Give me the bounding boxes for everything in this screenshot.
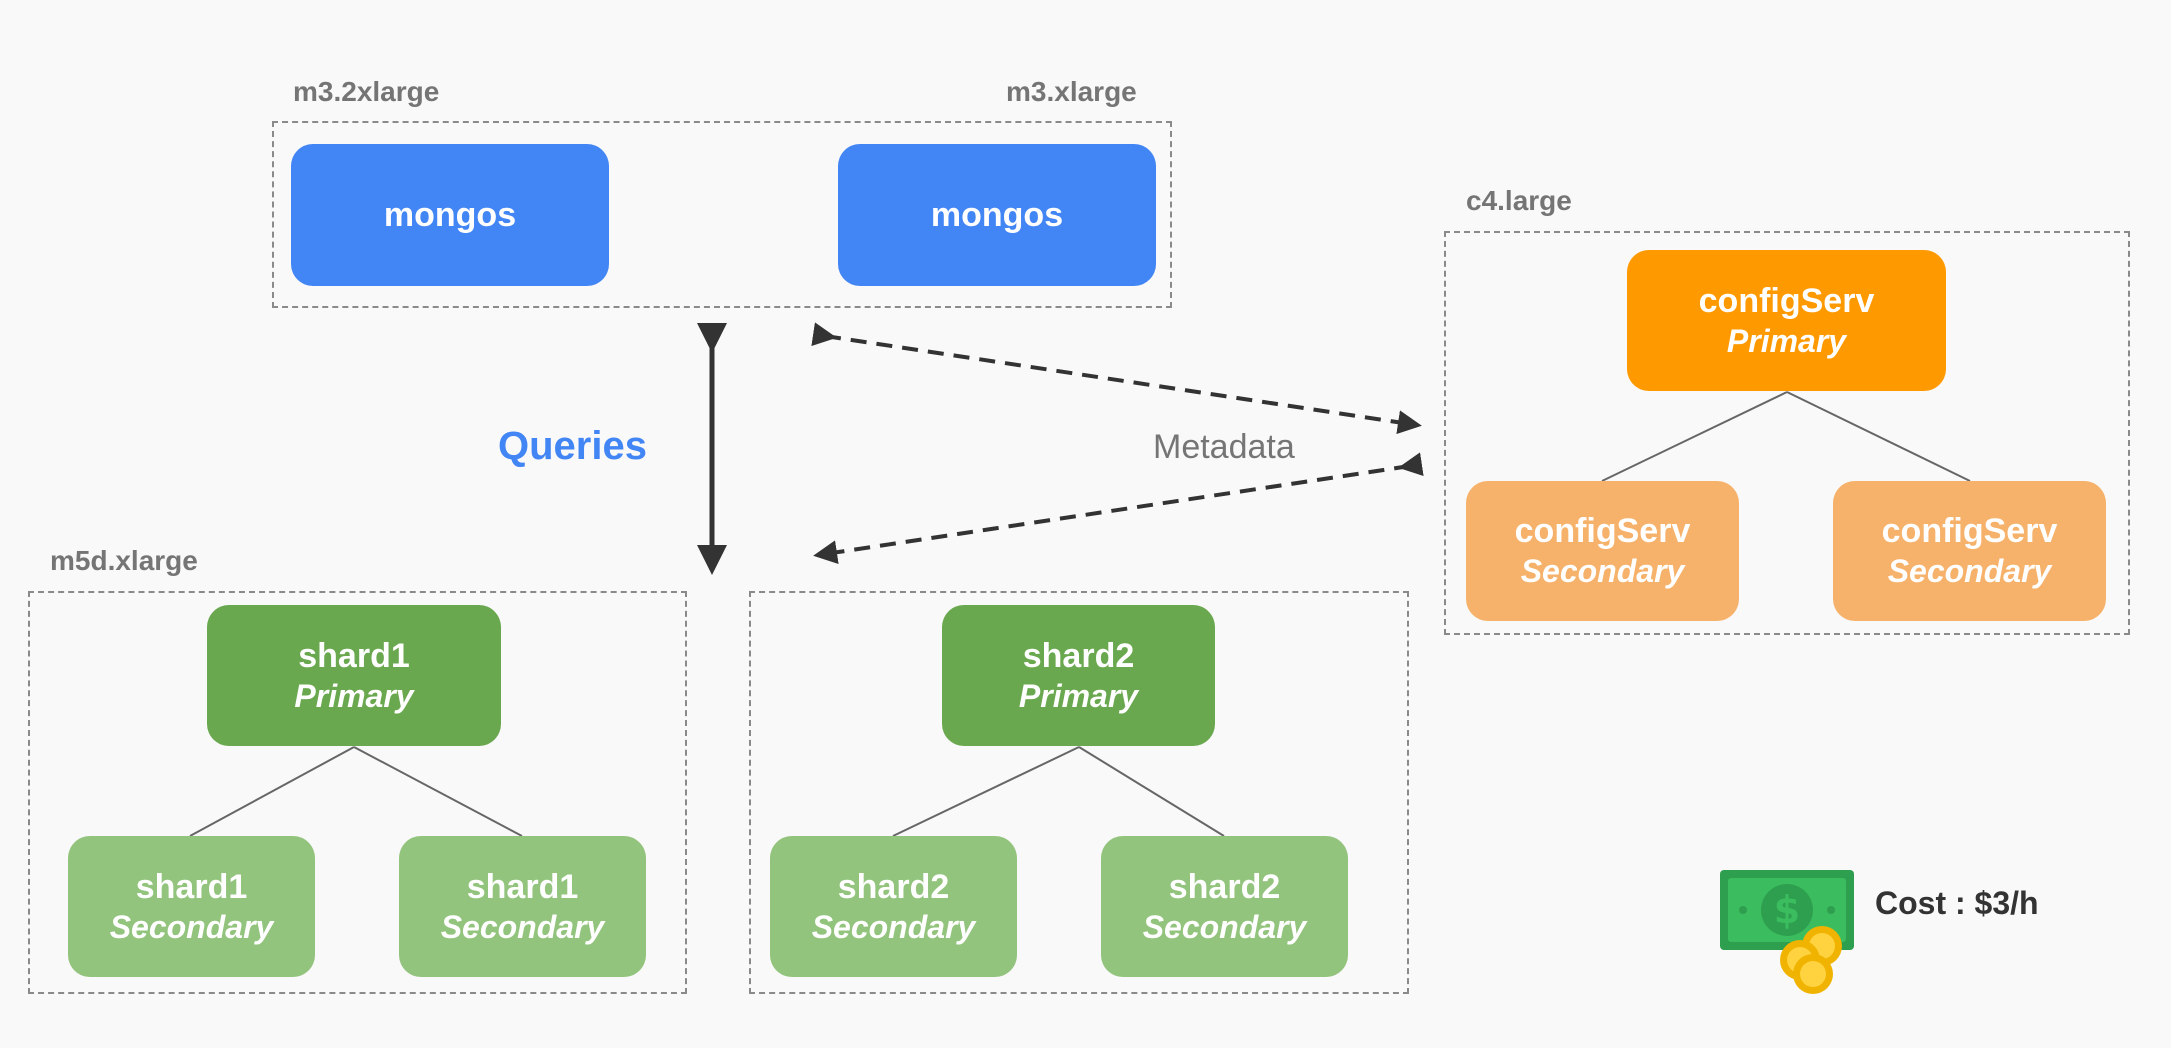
node-title: shard2	[837, 867, 950, 906]
shard2-tree-line-left	[892, 746, 1080, 837]
shard2-tree-line-right	[1078, 746, 1225, 837]
shard2-primary-node: shard2 Primary	[942, 605, 1215, 746]
config-secondary-node-right: configServ Secondary	[1833, 481, 2106, 621]
node-role: Primary	[294, 677, 414, 714]
node-role: Primary	[1726, 322, 1847, 359]
node-title: configServ	[1514, 512, 1691, 551]
shard1-primary-node: shard1 Primary	[207, 605, 501, 746]
config-tree-line-left	[1601, 391, 1788, 482]
node-role: Primary	[1018, 677, 1139, 714]
instance-label-config: c4.large	[1466, 185, 1572, 216]
queries-label: Queries	[498, 424, 647, 468]
shard2-group	[749, 591, 1409, 994]
node-title: shard2	[1022, 636, 1135, 675]
node-role: Secondary	[1520, 553, 1685, 590]
config-primary-node: configServ Primary	[1627, 250, 1946, 391]
cost-label: Cost : $3/h	[1875, 885, 2039, 921]
node-title: mongos	[930, 195, 1064, 234]
config-group	[1444, 231, 2130, 635]
metadata-arrow-top	[811, 322, 1422, 435]
mongos-group	[272, 121, 1172, 308]
instance-label-shards: m5d.xlarge	[50, 545, 198, 576]
instance-label-mongos-right: m3.xlarge	[1006, 76, 1137, 107]
shard1-tree-line-right	[353, 746, 523, 837]
svg-text:$: $	[1774, 888, 1800, 932]
node-title: shard2	[1168, 867, 1281, 906]
metadata-arrow-bottom	[813, 452, 1424, 565]
config-tree-line-right	[1786, 391, 1971, 482]
mongos-node-right: mongos	[838, 144, 1156, 286]
node-title: shard1	[135, 867, 248, 906]
shard2-secondary-node-right: shard2 Secondary	[1101, 836, 1348, 977]
node-title: mongos	[383, 195, 517, 234]
node-title: shard1	[466, 867, 579, 906]
metadata-label: Metadata	[1153, 428, 1295, 466]
node-title: shard1	[298, 636, 410, 675]
shard2-secondary-node-left: shard2 Secondary	[770, 836, 1017, 977]
shard1-secondary-node-left: shard1 Secondary	[68, 836, 315, 977]
node-title: configServ	[1881, 512, 2058, 551]
shard1-group	[28, 591, 687, 994]
node-role: Secondary	[1887, 553, 2052, 590]
node-title: configServ	[1698, 281, 1875, 320]
node-role: Secondary	[440, 908, 605, 945]
instance-label-mongos-left: m3.2xlarge	[293, 76, 440, 107]
money-icon: $	[1720, 870, 1854, 994]
node-role: Secondary	[109, 908, 274, 945]
shard1-secondary-node-right: shard1 Secondary	[399, 836, 646, 977]
shard1-tree-line-left	[189, 746, 355, 837]
config-secondary-node-left: configServ Secondary	[1466, 481, 1739, 621]
mongos-node-left: mongos	[291, 144, 609, 286]
node-role: Secondary	[811, 908, 976, 945]
node-role: Secondary	[1142, 908, 1307, 945]
